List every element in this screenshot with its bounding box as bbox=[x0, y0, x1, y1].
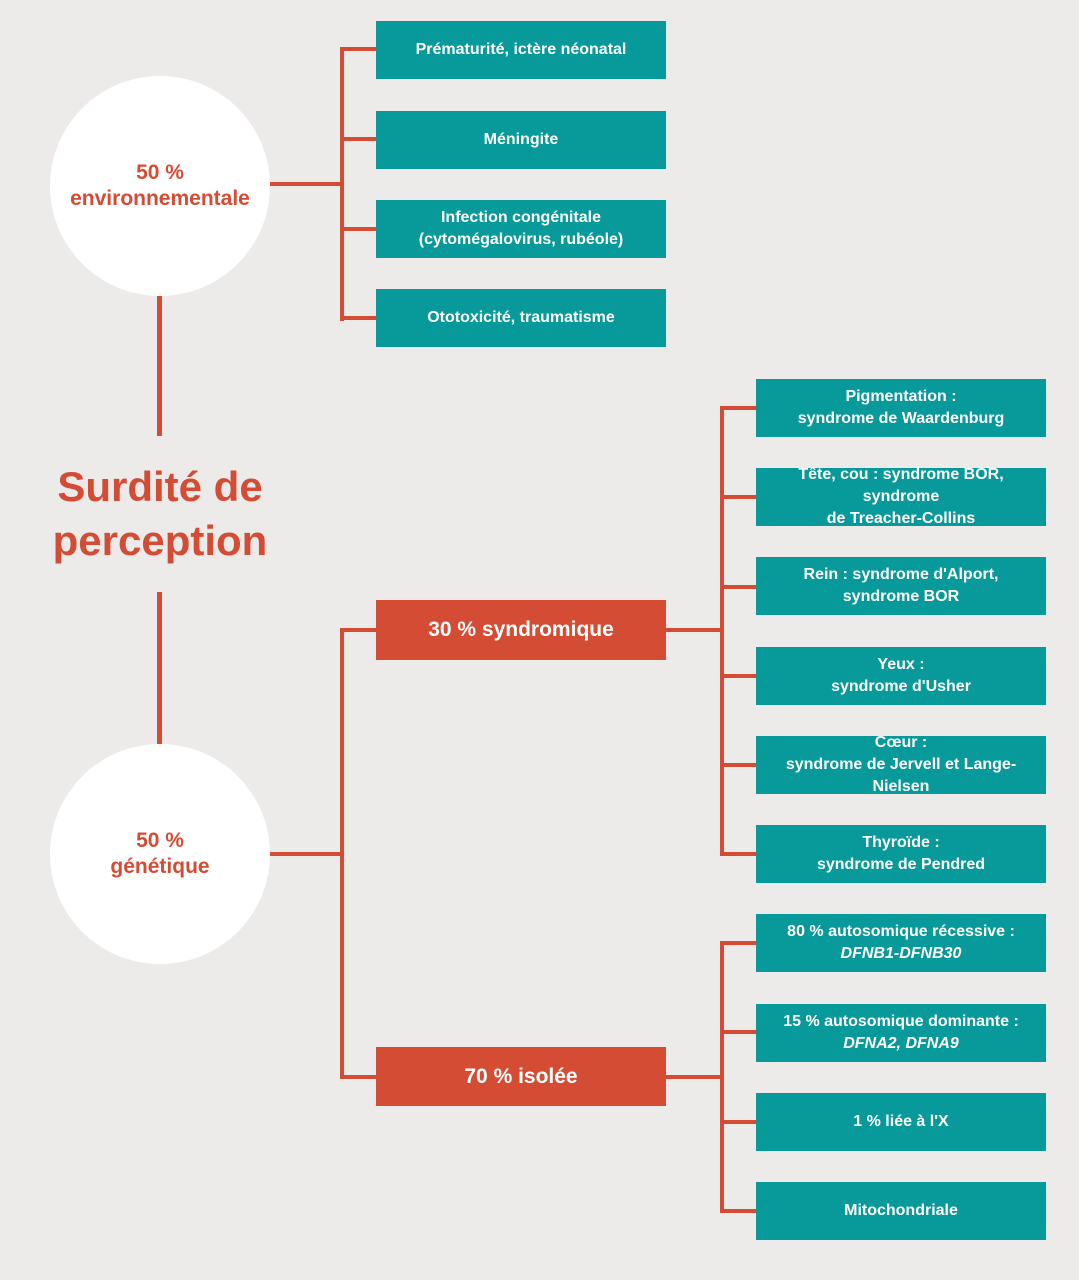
iso-branch-1 bbox=[720, 941, 756, 945]
environmental-percent: 50 % bbox=[136, 161, 184, 184]
syndromic-item-text: Thyroïde : bbox=[862, 834, 940, 851]
genetic-label: génétique bbox=[110, 855, 210, 878]
env-branch-3 bbox=[340, 227, 376, 231]
syndromic-item-text: syndrome d'Usher bbox=[831, 678, 971, 695]
env-spine bbox=[340, 47, 344, 321]
syn-branch-3 bbox=[720, 585, 756, 589]
env-cause-text: (cytomégalovirus, rubéole) bbox=[418, 231, 624, 248]
syndromic-item-text: de Treacher-Collins bbox=[826, 510, 976, 527]
env-cause-box: Infection congénitale (cytomégalovirus, … bbox=[376, 200, 666, 258]
syn-connector-h bbox=[666, 628, 722, 632]
isolated-item-text: 1 % liée à l'X bbox=[853, 1113, 949, 1130]
iso-branch-4 bbox=[720, 1209, 756, 1213]
env-cause-box: Ototoxicité, traumatisme bbox=[376, 289, 666, 347]
isolated-item-gene: DFNB1-DFNB30 bbox=[840, 945, 962, 962]
syndromic-item-box: Thyroïde : syndrome de Pendred bbox=[756, 825, 1046, 883]
env-cause-text: Méningite bbox=[483, 131, 559, 148]
syn-branch-6 bbox=[720, 852, 756, 856]
syndromic-item-text: Cœur : bbox=[874, 734, 928, 751]
isolated-item-text: 15 % autosomique dominante : bbox=[783, 1013, 1019, 1030]
env-cause-text: Ototoxicité, traumatisme bbox=[427, 309, 615, 326]
trunk-upper-line bbox=[157, 286, 162, 436]
gen-connector-h bbox=[270, 852, 342, 856]
isolated-item-box: Mitochondriale bbox=[756, 1182, 1046, 1240]
syn-branch-5 bbox=[720, 763, 756, 767]
iso-spine bbox=[720, 941, 724, 1213]
genetic-percent: 50 % bbox=[136, 829, 184, 852]
iso-branch-3 bbox=[720, 1120, 756, 1124]
env-branch-1 bbox=[340, 47, 376, 51]
environmental-circle: 50 % environnementale bbox=[50, 76, 270, 296]
syndromic-item-box: Rein : syndrome d'Alport, syndrome BOR bbox=[756, 557, 1046, 615]
iso-connector-h bbox=[666, 1075, 722, 1079]
genetic-circle: 50 % génétique bbox=[50, 744, 270, 964]
environmental-label: environnementale bbox=[70, 187, 250, 210]
syndromic-box: 30 % syndromique bbox=[376, 600, 666, 660]
gen-spine bbox=[340, 628, 344, 1079]
syndromic-item-box: Cœur : syndrome de Jervell et Lange-Niel… bbox=[756, 734, 1046, 795]
iso-branch-2 bbox=[720, 1030, 756, 1034]
syndromic-item-text: syndrome de Pendred bbox=[816, 856, 986, 873]
syndromic-item-box: Pigmentation : syndrome de Waardenburg bbox=[756, 379, 1046, 437]
syndromic-item-text: Tête, cou : syndrome BOR, syndrome bbox=[798, 466, 1004, 505]
isolated-item-box: 15 % autosomique dominante : DFNA2, DFNA… bbox=[756, 1004, 1046, 1062]
syn-branch-2 bbox=[720, 495, 756, 499]
env-cause-text: Infection congénitale bbox=[440, 209, 601, 226]
syndromic-item-text: syndrome de Jervell et Lange-Nielsen bbox=[785, 756, 1017, 795]
syndromic-item-text: Yeux : bbox=[877, 656, 925, 673]
env-branch-2 bbox=[340, 137, 376, 141]
isolated-item-box: 80 % autosomique récessive : DFNB1-DFNB3… bbox=[756, 914, 1046, 972]
syn-branch-4 bbox=[720, 674, 756, 678]
env-connector-h bbox=[270, 182, 342, 186]
env-branch-4 bbox=[340, 316, 376, 320]
main-title: Surdité de perception bbox=[40, 460, 280, 568]
syndromic-item-box: Yeux : syndrome d'Usher bbox=[756, 647, 1046, 705]
syndromic-label: 30 % syndromique bbox=[428, 618, 614, 641]
isolated-item-text: 80 % autosomique récessive : bbox=[787, 923, 1015, 940]
trunk-lower-line bbox=[157, 592, 162, 752]
syndromic-item-text: Pigmentation : bbox=[845, 388, 957, 405]
env-cause-box: Prématurité, ictère néonatal bbox=[376, 21, 666, 79]
syndromic-item-box: Tête, cou : syndrome BOR, syndrome de Tr… bbox=[756, 466, 1046, 527]
isolated-item-box: 1 % liée à l'X bbox=[756, 1093, 1046, 1151]
env-cause-text: Prématurité, ictère néonatal bbox=[415, 41, 627, 58]
syndromic-item-text: syndrome de Waardenburg bbox=[797, 410, 1005, 427]
main-title-line-2: perception bbox=[52, 517, 268, 564]
gen-branch-syndromic bbox=[340, 628, 376, 632]
main-title-line-1: Surdité de bbox=[57, 463, 263, 510]
isolated-item-gene: DFNA2, DFNA9 bbox=[843, 1035, 959, 1052]
syn-spine bbox=[720, 406, 724, 855]
syndromic-item-text: syndrome BOR bbox=[842, 588, 960, 605]
isolated-label: 70 % isolée bbox=[464, 1064, 578, 1088]
syndromic-item-text: Rein : syndrome d'Alport, bbox=[803, 566, 999, 583]
syn-branch-1 bbox=[720, 406, 756, 410]
env-cause-box: Méningite bbox=[376, 111, 666, 169]
isolated-item-text: Mitochondriale bbox=[844, 1202, 958, 1219]
gen-branch-isolated bbox=[340, 1075, 376, 1079]
isolated-box: 70 % isolée bbox=[376, 1047, 666, 1106]
